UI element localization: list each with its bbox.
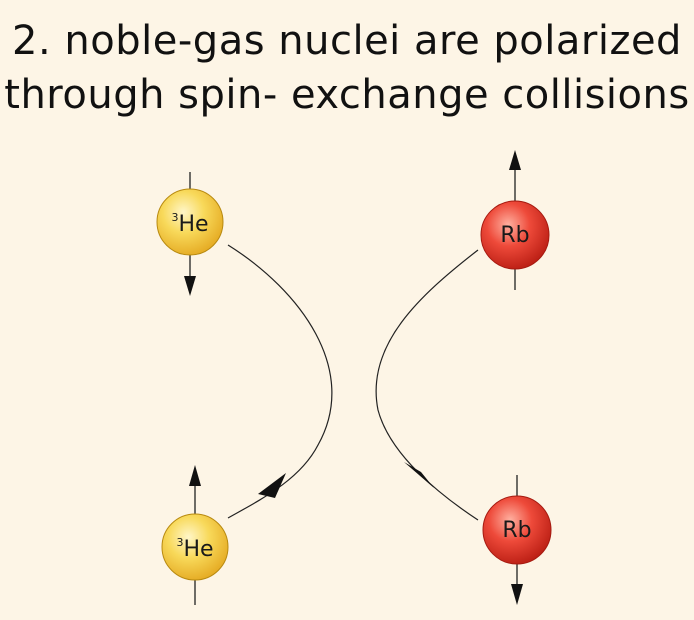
title: 2. noble-gas nuclei are polarized throug… (0, 14, 694, 122)
helium-before-mass-number: 3 (171, 211, 178, 224)
rubidium-before-label: Rb (500, 223, 529, 248)
spin-down-arrow-icon (511, 584, 523, 605)
title-line-1: 2. noble-gas nuclei are polarized (12, 18, 682, 64)
svg-text:3He: 3He (171, 211, 208, 237)
helium-trajectory-arrowhead (258, 473, 286, 498)
helium-after-mass-number: 3 (176, 536, 183, 549)
title-line-2: through spin- exchange collisions (4, 72, 690, 118)
rubidium-atom-before: Rb (480, 150, 550, 290)
helium-after-label: He (183, 537, 213, 562)
helium-atom-after: 3He (161, 465, 229, 605)
rubidium-atom-after: Rb (482, 475, 552, 605)
spin-up-arrow-icon (189, 465, 201, 486)
rubidium-trajectory (375, 249, 479, 521)
spin-up-arrow-icon (509, 150, 521, 170)
helium-trajectory (227, 244, 333, 519)
svg-text:3He: 3He (176, 536, 213, 562)
helium-before-label: He (178, 212, 208, 237)
rubidium-after-label: Rb (502, 518, 531, 543)
helium-atom-before: 3He (156, 172, 224, 296)
rubidium-trajectory-arrowhead (404, 462, 434, 488)
spin-down-arrow-icon (184, 276, 196, 296)
